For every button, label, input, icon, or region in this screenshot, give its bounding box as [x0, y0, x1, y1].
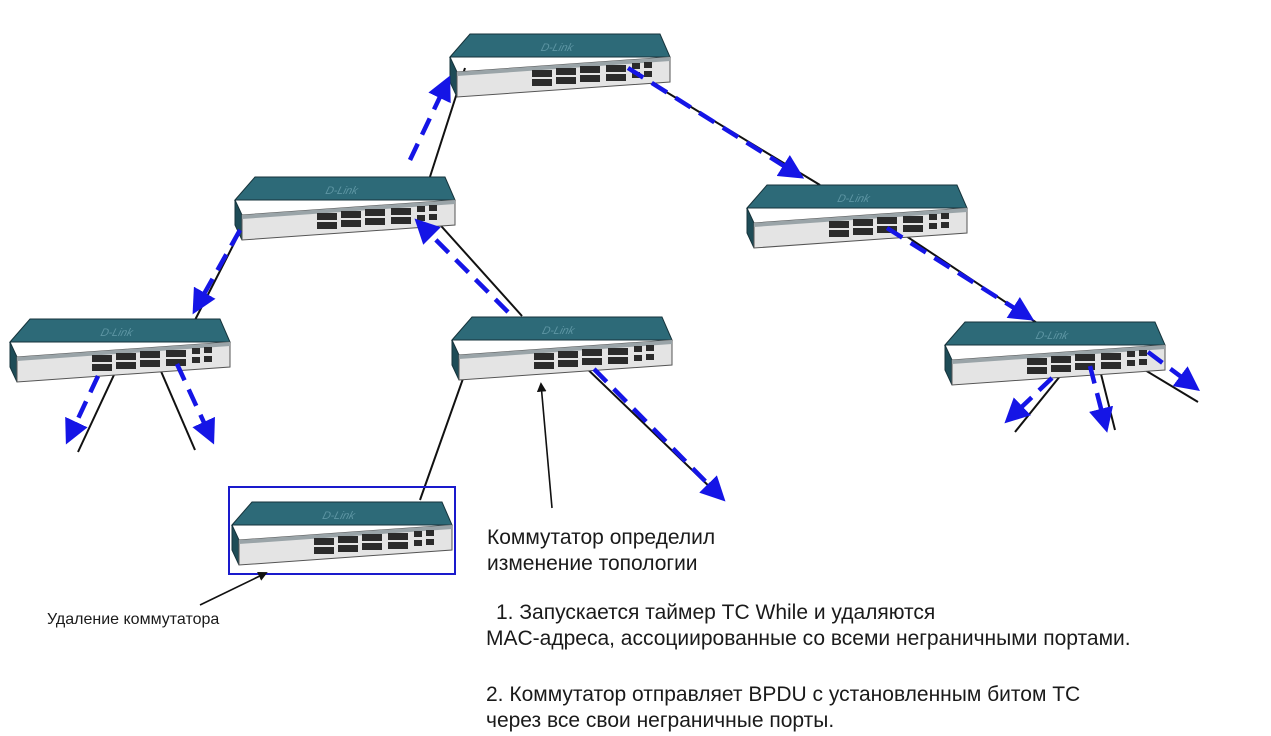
link-middle-removed	[419, 372, 466, 501]
switch-brand-label: D-Link	[541, 325, 577, 337]
switch-brand-label: D-Link	[324, 185, 360, 197]
tc-bpdu-arrow	[65, 375, 101, 445]
tc-bpdu-arrow	[626, 66, 805, 179]
switch-brand-label: D-Link	[1034, 330, 1070, 342]
switch-brand-label: D-Link	[836, 193, 872, 205]
step-2-line-2: через все свои неграничные порты.	[486, 709, 835, 732]
detected-change-line-1: Коммутатор определил	[487, 526, 716, 549]
switch-brand-label: D-Link	[540, 42, 576, 54]
tc-bpdu-arrow	[1146, 350, 1200, 391]
switch-brand-label: D-Link	[321, 510, 357, 522]
tc-bpdu-arrow	[1004, 376, 1054, 424]
tc-bpdu-arrow	[174, 363, 215, 445]
step-1-text: 1. Запускается таймер TC While и удаляют…	[486, 600, 1131, 652]
removal-label: Удаление коммутатора	[47, 610, 219, 630]
switch-brand-label: D-Link	[99, 327, 135, 339]
tc-bpdu-arrow	[592, 367, 726, 502]
tc-bpdu-arrow	[192, 228, 242, 315]
tc-bpdu-arrow	[407, 75, 451, 161]
tc-bpdu-arrow	[1087, 365, 1114, 433]
step-1-line-2: MAC-адреса, ассоциированные со всеми нег…	[486, 627, 1131, 650]
link-leftmost-end2	[156, 361, 196, 451]
removed-switch-highlight	[228, 486, 456, 575]
step-2-line-1: 2. Коммутатор отправляет BPDU с установл…	[486, 683, 1081, 706]
detected-change-line-2: изменение топологии	[487, 552, 698, 575]
step-2-text: 2. Коммутатор отправляет BPDU с установл…	[486, 682, 1080, 734]
step-1-line-1: 1. Запускается таймер TC While и удаляют…	[496, 601, 936, 624]
removal-pointer-arrow	[199, 572, 268, 606]
tc-bpdu-arrow	[885, 226, 1035, 321]
tc-bpdu-arrow	[414, 218, 510, 314]
removal-label-text: Удаление коммутатора	[47, 611, 220, 628]
detected-pointer-arrow	[536, 382, 553, 509]
detected-change-label: Коммутатор определил изменение топологии	[487, 525, 715, 577]
